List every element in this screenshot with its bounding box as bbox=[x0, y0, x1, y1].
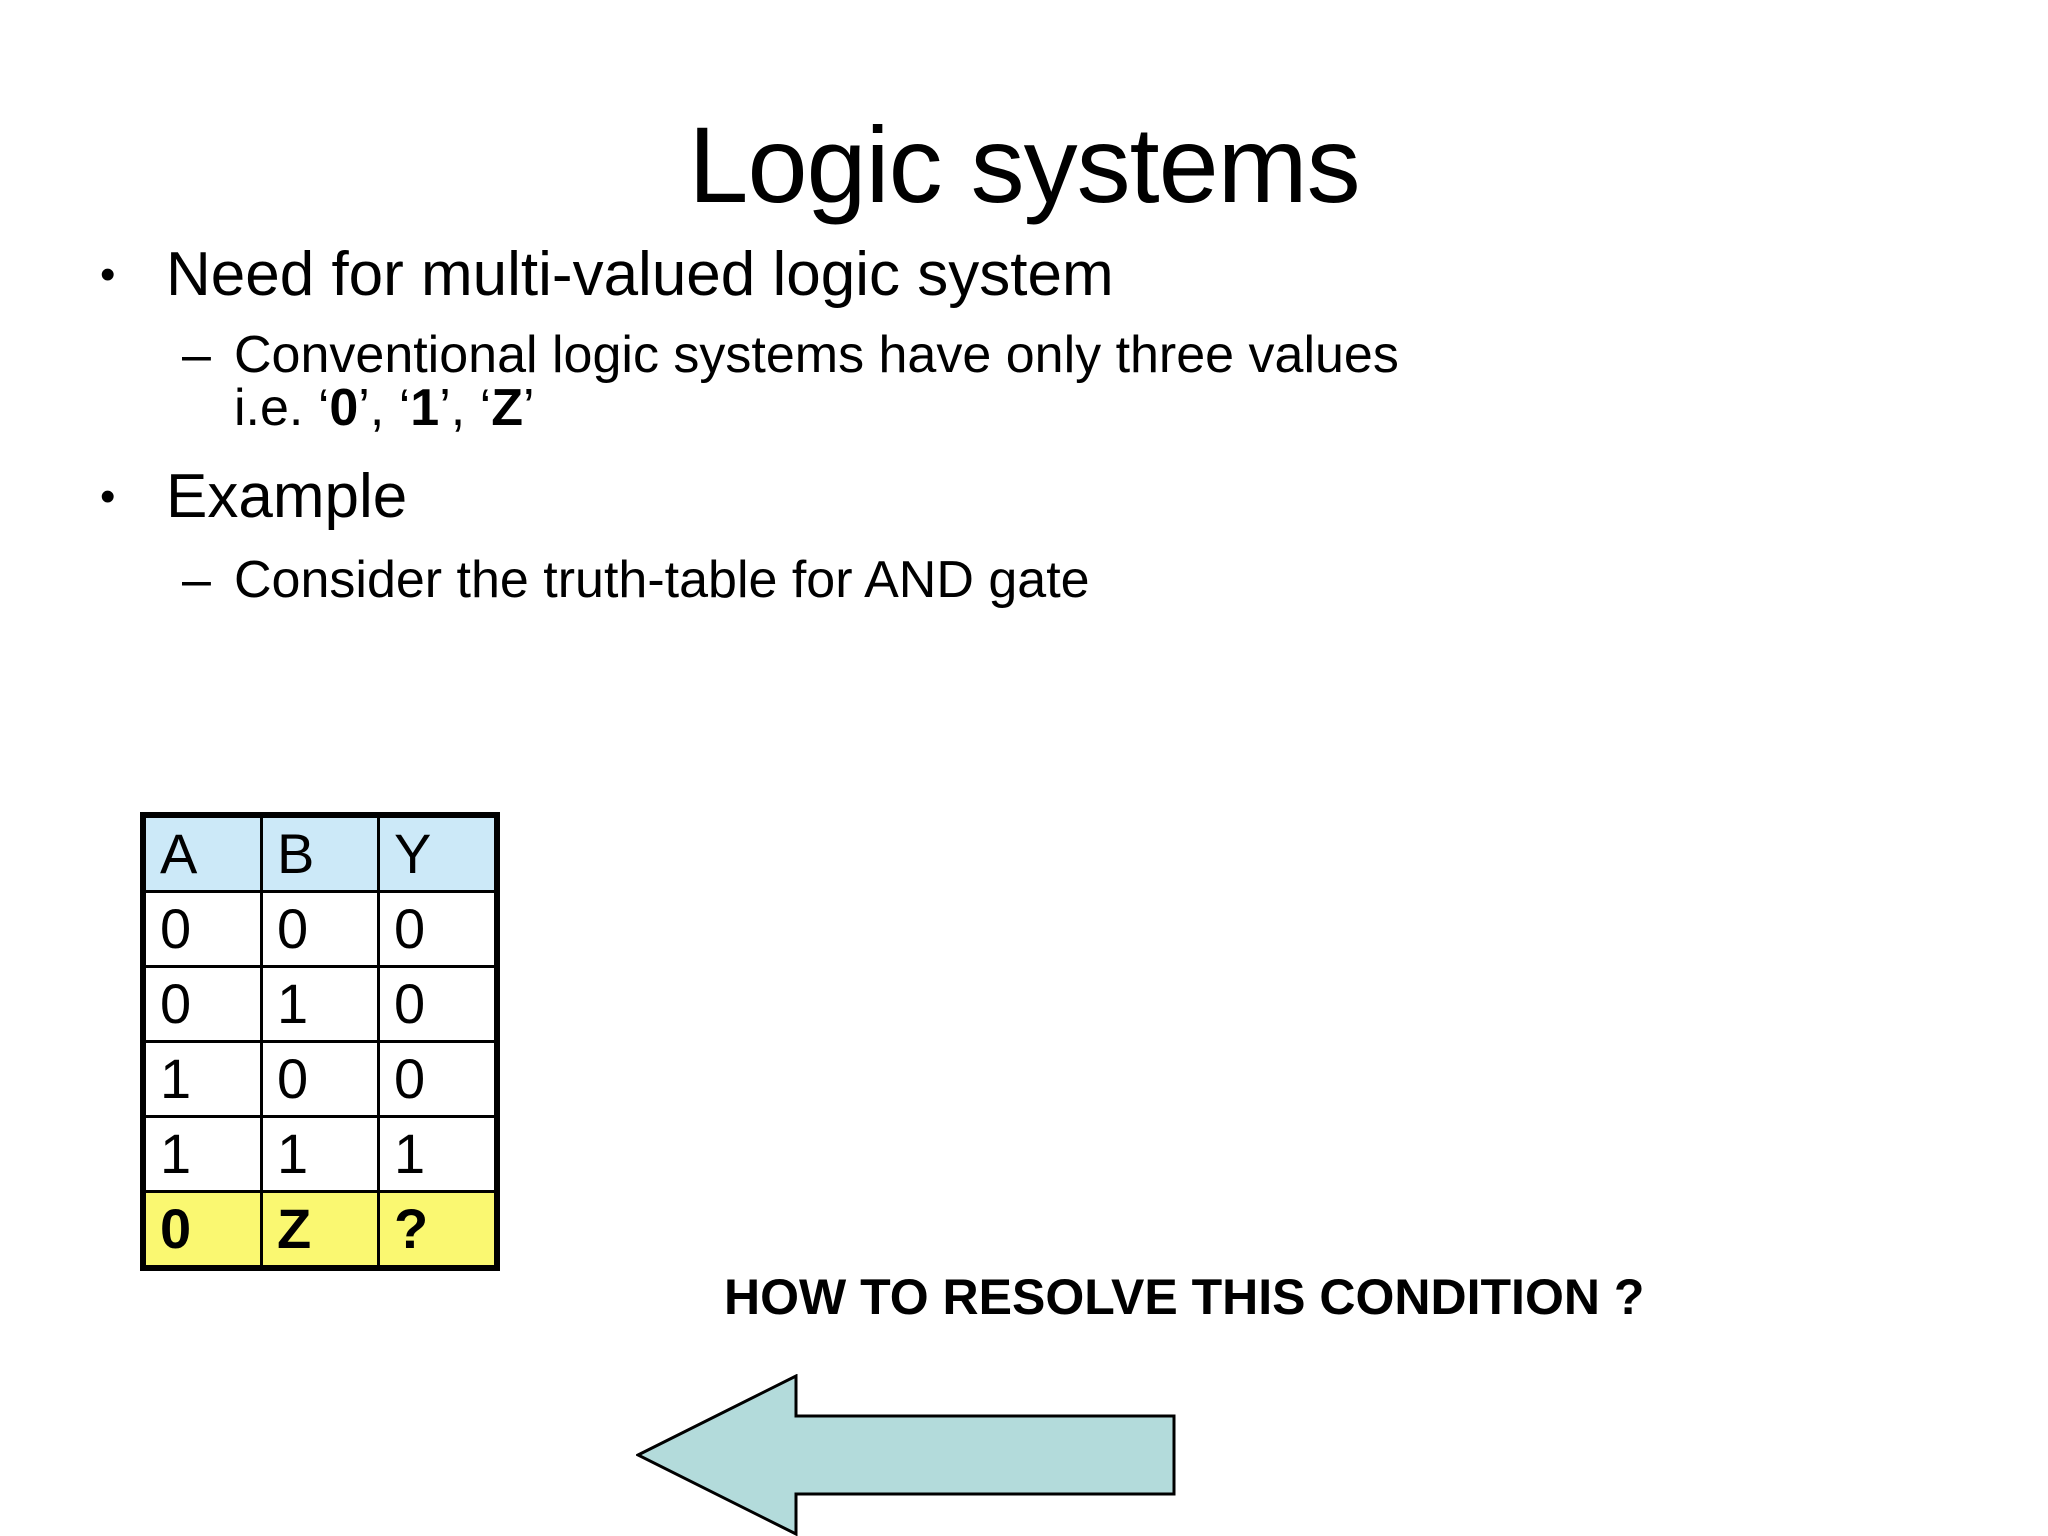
sub-bullet-label-consider: Consider the truth-table for AND gate bbox=[234, 551, 1090, 609]
bullet-label-need: Need for multi-valued logic system bbox=[166, 240, 1114, 309]
table-row: 0 0 0 bbox=[141, 890, 499, 968]
cell-b: 0 bbox=[260, 1040, 380, 1118]
values-suffix: ’ bbox=[522, 379, 535, 437]
cell-a: 1 bbox=[141, 1040, 263, 1118]
callout-question-text: HOW TO RESOLVE THIS CONDITION ? bbox=[724, 1269, 1645, 1325]
column-header-a: A bbox=[141, 813, 263, 893]
bullet-item-need: • Need for multi-valued logic system bbox=[100, 240, 1114, 309]
cell-y: 0 bbox=[377, 890, 499, 968]
cell-a: 0 bbox=[141, 965, 263, 1043]
page-title: Logic systems bbox=[688, 104, 1360, 225]
column-header-b: B bbox=[260, 813, 380, 893]
values-prefix: i.e. ‘ bbox=[234, 379, 330, 437]
cell-y: 0 bbox=[377, 1040, 499, 1118]
left-arrow-icon bbox=[636, 1374, 1176, 1536]
table-row: 1 0 0 bbox=[141, 1040, 499, 1118]
values-separator-2: ’, ‘ bbox=[439, 379, 492, 437]
bullet-label-example: Example bbox=[166, 462, 408, 531]
cell-y: ? bbox=[377, 1190, 499, 1270]
cell-b: 1 bbox=[260, 965, 380, 1043]
cell-y: 1 bbox=[377, 1115, 499, 1193]
sub-bullet-values-line: i.e. ‘0’, ‘1’, ‘Z’ bbox=[234, 378, 535, 439]
values-separator-1: ’, ‘ bbox=[358, 379, 411, 437]
table-row: 0 1 0 bbox=[141, 965, 499, 1043]
logic-value-zero: 0 bbox=[329, 379, 359, 437]
cell-a: 1 bbox=[141, 1115, 263, 1193]
bullet-dot-icon: • bbox=[100, 250, 116, 299]
cell-a: 0 bbox=[141, 1190, 263, 1270]
table-row: 1 1 1 bbox=[141, 1115, 499, 1193]
cell-b: 1 bbox=[260, 1115, 380, 1193]
column-header-y: Y bbox=[377, 813, 499, 893]
table-header-row: A B Y bbox=[141, 813, 499, 893]
left-arrow-shape bbox=[636, 1374, 1176, 1536]
table-body: 0 0 0 0 1 0 1 0 0 1 1 1 0 Z ? bbox=[141, 890, 499, 1270]
cell-b: Z bbox=[260, 1190, 380, 1270]
dash-marker-icon: – bbox=[182, 326, 211, 384]
sub-bullet-consider: –Consider the truth-table for AND gate bbox=[182, 550, 1482, 611]
truth-table: A B Y 0 0 0 0 1 0 1 0 0 1 1 bbox=[140, 812, 500, 1271]
dash-marker-icon: – bbox=[182, 551, 211, 609]
sub-bullet-label-conventional: Conventional logic systems have only thr… bbox=[234, 326, 1399, 384]
sub-bullet-conventional: –Conventional logic systems have only th… bbox=[182, 325, 1482, 386]
bullet-item-example: • Example bbox=[100, 462, 407, 531]
table-row-highlighted: 0 Z ? bbox=[141, 1190, 499, 1270]
logic-value-one: 1 bbox=[410, 379, 440, 437]
cell-a: 0 bbox=[141, 890, 263, 968]
cell-b: 0 bbox=[260, 890, 380, 968]
logic-value-z: Z bbox=[491, 379, 523, 437]
bullet-dot-icon: • bbox=[100, 472, 116, 521]
cell-y: 0 bbox=[377, 965, 499, 1043]
